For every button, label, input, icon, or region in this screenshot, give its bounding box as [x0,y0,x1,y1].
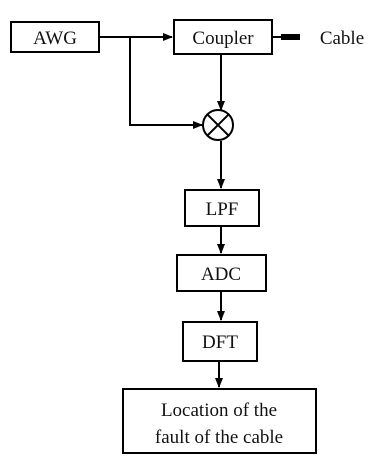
node-adc: ADC [176,254,267,292]
node-lpf: LPF [184,189,260,227]
node-dft: DFT [182,321,258,362]
awg-label: AWG [33,28,77,49]
edge-awg-to-mixer [129,37,203,129]
dft-label: DFT [202,332,238,353]
node-awg: AWG [10,21,100,53]
lpf-label: LPF [206,199,239,220]
coupler-label: Coupler [192,28,254,49]
adc-label: ADC [201,264,241,285]
location-label-line2: fault of the cable [155,427,283,448]
location-label-line1: Location of the [161,400,277,421]
node-coupler: Coupler [173,19,273,55]
cable-connector [281,34,300,40]
cable-label: Cable [320,28,364,49]
node-mixer [202,109,234,141]
node-location: Location of the fault of the cable [122,388,317,454]
